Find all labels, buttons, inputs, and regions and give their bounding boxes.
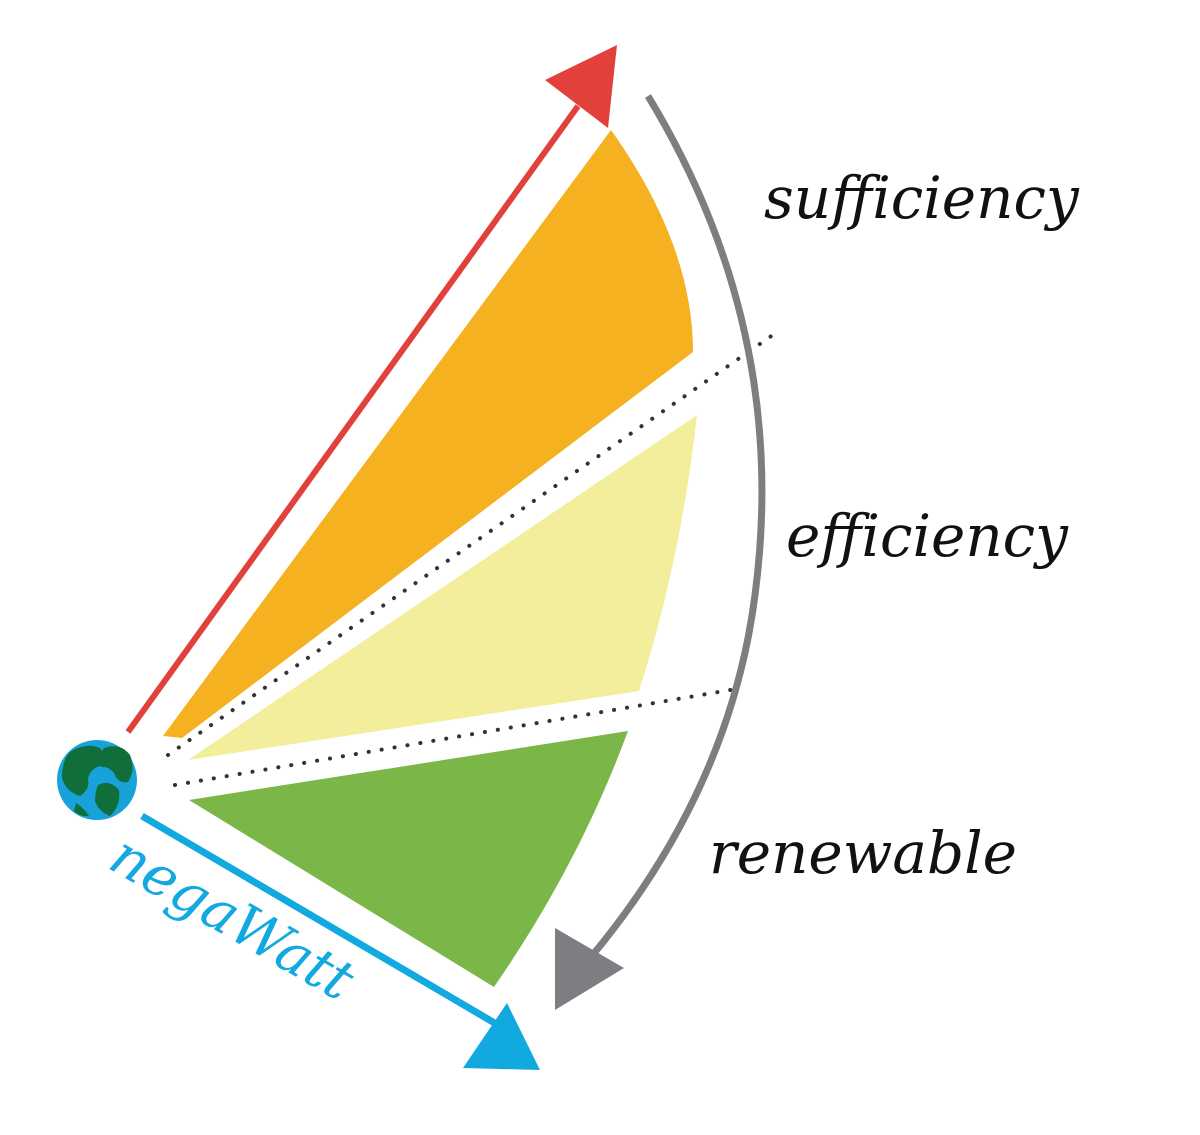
curved-arrow-shaft	[588, 94, 766, 960]
upper-arrow-head	[545, 45, 617, 128]
dotted-divider-lower	[173, 686, 744, 787]
efficiency-segment	[188, 415, 697, 760]
lower-arrow-shaft	[140, 812, 500, 1029]
renewable-segment	[189, 731, 628, 987]
curved-arrow-head	[555, 928, 624, 1010]
efficiency-label: efficiency	[786, 502, 1069, 570]
sufficiency-segment	[163, 130, 693, 738]
sufficiency-label: sufficiency	[764, 164, 1080, 232]
renewable-label: renewable	[709, 819, 1017, 887]
globe-icon	[57, 740, 137, 820]
upper-arrow-shaft	[125, 104, 581, 734]
lower-arrow-head	[463, 1003, 540, 1070]
